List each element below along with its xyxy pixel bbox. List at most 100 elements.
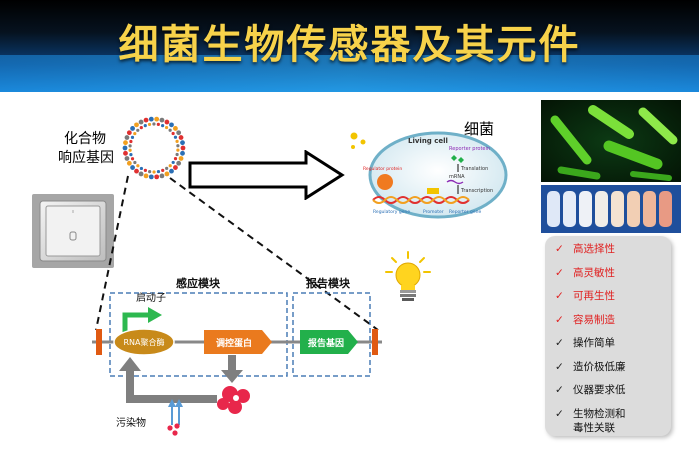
promoter-block: [427, 188, 439, 194]
sensing-module-box: [109, 292, 288, 377]
check-icon: ✓: [555, 337, 564, 349]
plasmid-bead: [176, 144, 180, 148]
feature-label: 可再生性: [573, 290, 615, 302]
reporter-gene: [300, 330, 358, 354]
feature-list: ✓高选择性✓高灵敏性✓可再生性✓容易制造✓操作简单✓造价极低廉✓仪器要求低✓生物…: [545, 236, 671, 436]
plasmid-bead: [148, 174, 154, 180]
plasmid-bead: [164, 171, 170, 177]
reporter-gene-label: 报告基因: [308, 337, 344, 349]
plasmid-bead: [128, 148, 132, 152]
rna-polymerase-label: RNA聚合酶: [123, 337, 164, 347]
feature-label: 操作简单: [573, 337, 615, 349]
plasmid-bead: [154, 116, 160, 122]
inducer-molecule: [360, 139, 366, 145]
plasmid-bead: [173, 126, 178, 131]
plasmid-bead: [164, 119, 170, 125]
plasmid-bead: [139, 126, 143, 130]
reporter-protein-icon: [451, 155, 457, 161]
plasmid-bead: [136, 128, 140, 132]
plasmid-bead: [156, 169, 161, 174]
plasmid-bead: [143, 124, 147, 128]
feature-label: 造价极低廉: [573, 360, 626, 373]
pollutant-label: 污染物: [116, 416, 146, 429]
plasmid-bead: [171, 160, 175, 165]
plasmid-bead: [129, 139, 133, 144]
plasmid-bead: [124, 156, 130, 161]
mrna-strand: [446, 179, 464, 185]
check-icon: ✓: [555, 266, 564, 279]
regulatory-protein-label: 调控蛋白: [216, 337, 252, 349]
plasmid-bead: [148, 170, 152, 174]
inducer-molecule: [350, 132, 358, 140]
plasmid-bead: [152, 170, 156, 174]
plasmid-bead: [161, 168, 165, 172]
expression-arrow-head: [221, 370, 243, 383]
cell-title: Living cell: [408, 137, 448, 145]
plasmid-bead: [161, 124, 165, 128]
plasmid-bead: [138, 171, 144, 177]
check-icon: ✓: [555, 290, 564, 302]
feature-label: 生物检测和: [573, 407, 626, 420]
plasmid-bead: [134, 168, 139, 174]
plasmid-bead: [180, 145, 186, 151]
pollutant-molecule: [167, 425, 173, 431]
feature-label: 高选择性: [573, 243, 615, 255]
plasmid-bead: [143, 168, 147, 172]
plasmid-bead: [129, 153, 133, 157]
pollutant-molecule: [172, 430, 178, 436]
plasmid-bead: [130, 126, 135, 131]
promoter-arrow-head: [148, 307, 162, 323]
rna-polymerase-icon: [113, 328, 175, 356]
check-icon: ✓: [555, 407, 564, 420]
regulator-protein-label: Regulator protein: [363, 166, 402, 172]
plasmid-bead: [178, 135, 184, 140]
reporter-gene-label: Reporter gene: [449, 209, 481, 215]
promoter-label: 启动子: [136, 291, 166, 304]
cell-membrane: [368, 131, 508, 219]
plasmid-bead: [143, 117, 149, 123]
plasmid-bead: [126, 130, 132, 136]
inducer-molecule: [351, 145, 355, 149]
plasmid-bead: [126, 160, 132, 166]
mrna-label: mRNA: [449, 174, 465, 180]
plasmid-bead: [164, 125, 169, 130]
bacteria-rods-icon: [550, 105, 678, 181]
compound-label-line2: 响应基因: [58, 150, 114, 166]
feedback-arrow-head: [119, 357, 141, 371]
feedback-arrow: [126, 369, 217, 403]
check-icon: ✓: [555, 243, 564, 255]
plasmid-bead: [171, 131, 175, 136]
bacteria-micrograph: [541, 100, 681, 182]
wall-switch-icon: [32, 194, 114, 268]
plasmid-bead: [168, 164, 172, 168]
plasmid-bead: [139, 166, 144, 171]
regulatory-protein-icon: [217, 386, 250, 414]
right-terminator: [372, 329, 378, 355]
banner-glow: [0, 55, 699, 92]
plasmid-bead: [124, 135, 130, 140]
plasmid-bead: [143, 173, 149, 179]
plasmid-bead: [173, 135, 178, 139]
check-icon: ✓: [555, 384, 564, 396]
plasmid-bead: [133, 131, 137, 136]
dna-strand: [372, 196, 470, 204]
title-banner: 细菌生物传感器及其元件: [0, 0, 699, 92]
plasmid-bead: [173, 165, 178, 170]
gene-circuit-diagram: 感应模块 报告模块 启动子 RNA聚合酶 调控蛋白 报告基因 污染物: [92, 276, 382, 436]
plasmid-bead: [156, 122, 160, 126]
living-cell-diagram: Living cell Reporter protein Translation…: [350, 131, 508, 219]
reporter-protein-label: Reporter protein: [449, 146, 490, 152]
tube-row-icon: [547, 191, 672, 227]
plasmid-bead: [175, 152, 179, 157]
plasmid-ring-icon: [122, 116, 186, 180]
left-terminator: [96, 329, 102, 355]
plasmid-bead: [175, 139, 179, 143]
plasmid-bead: [138, 119, 144, 125]
reporter-protein-icon: [458, 157, 464, 163]
feature-label: 高灵敏性: [573, 266, 615, 279]
plasmid-bead: [159, 173, 165, 179]
plasmid-bead: [123, 150, 128, 156]
plasmid-bead: [134, 122, 139, 128]
plasmid-bead: [169, 168, 174, 174]
compound-label-line1: 化合物: [64, 131, 106, 147]
